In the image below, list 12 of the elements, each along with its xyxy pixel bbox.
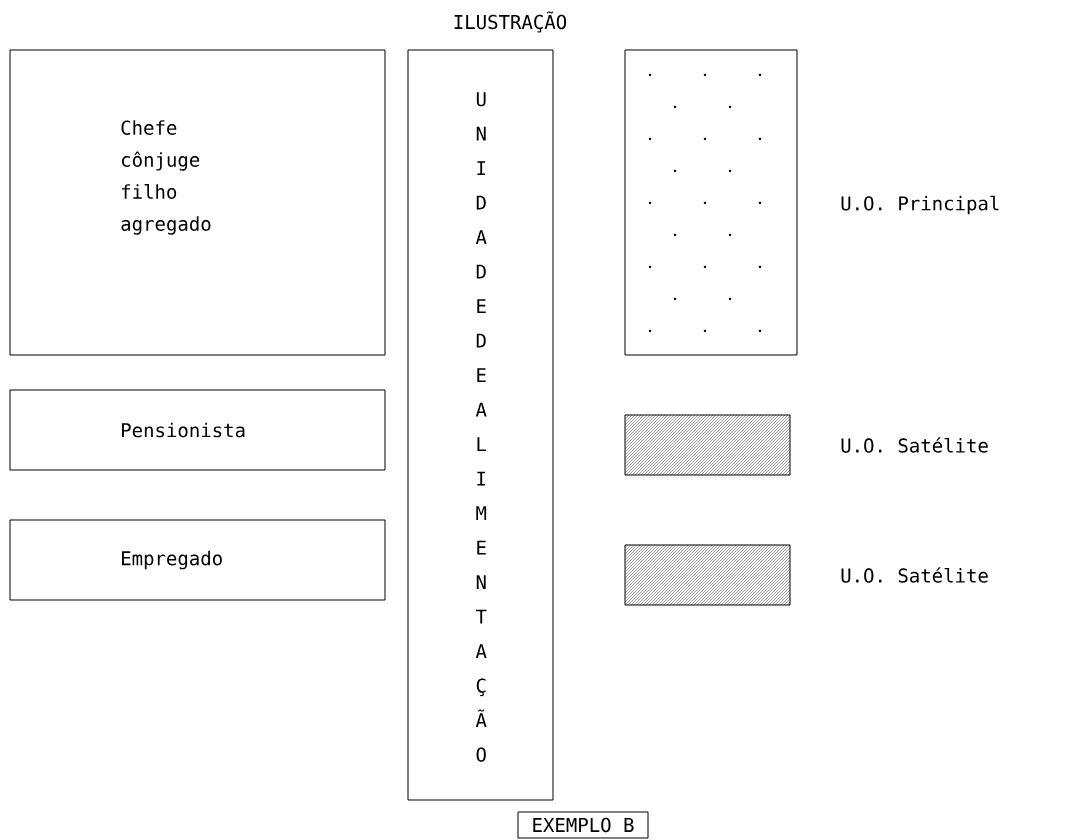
- text-box: Pensionista: [9, 389, 386, 471]
- title: ILUSTRAÇÃO: [454, 11, 567, 33]
- example-label-box: EXEMPLO B: [517, 811, 649, 839]
- text-box: Empregado: [9, 519, 386, 601]
- text-box: Chefe cônjuge filho agregado: [9, 49, 386, 356]
- side-label: U.O. Satélite: [841, 567, 988, 583]
- side-label: U.O. Satélite: [841, 437, 988, 453]
- hatched-box: [624, 544, 791, 606]
- vertical-text-box: UNIDADE DE ALIMENTAÇÃO: [407, 49, 554, 801]
- side-label: U.O. Principal: [841, 195, 999, 215]
- dotted-box: [624, 49, 798, 356]
- hatched-box: [624, 414, 791, 476]
